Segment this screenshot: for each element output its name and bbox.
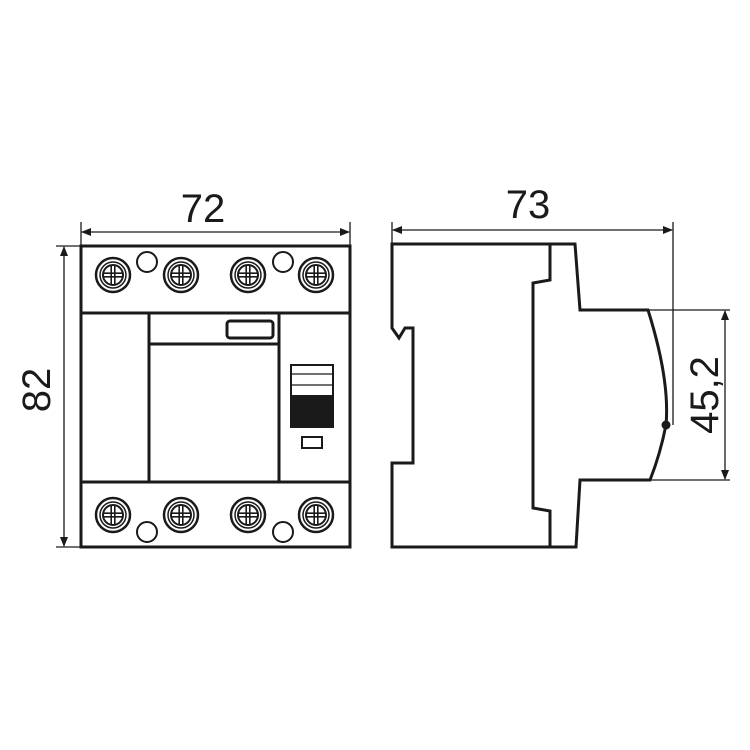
depth-label: 73 xyxy=(506,183,551,227)
side-view: 73 45,2 xyxy=(390,183,730,549)
terminal-screws-bottom xyxy=(94,496,335,543)
pivot-dot xyxy=(661,420,671,430)
toggle-lever xyxy=(290,364,334,428)
hole-icon xyxy=(136,251,158,273)
screw-icon xyxy=(162,256,200,294)
front-outline xyxy=(79,244,352,549)
width-label: 72 xyxy=(181,187,226,231)
dimension-width: 72 xyxy=(80,187,351,246)
height-label: 82 xyxy=(15,368,59,413)
hole-icon xyxy=(272,251,294,273)
hole-icon xyxy=(136,521,158,543)
terminal-screws-top xyxy=(94,251,335,294)
front-view: 72 82 xyxy=(15,187,352,549)
screw-icon xyxy=(229,496,267,534)
screw-icon xyxy=(229,256,267,294)
dimension-depth: 73 xyxy=(391,183,674,425)
screw-icon xyxy=(297,256,335,294)
screw-icon xyxy=(162,496,200,534)
screw-icon xyxy=(94,256,132,294)
screw-icon xyxy=(297,496,335,534)
body-step-line xyxy=(531,244,552,547)
dimension-height: 82 xyxy=(15,245,81,548)
side-outline xyxy=(390,242,669,549)
test-button xyxy=(301,436,323,449)
indicator-window xyxy=(225,319,275,340)
dimension-front-height: 45,2 xyxy=(648,309,730,481)
front-height-label: 45,2 xyxy=(683,356,727,434)
screw-icon xyxy=(94,496,132,534)
hole-icon xyxy=(272,521,294,543)
